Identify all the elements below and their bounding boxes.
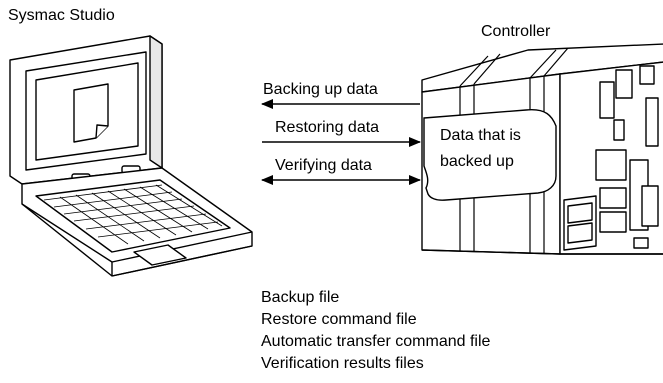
verifying-label: Verifying data [275, 157, 372, 174]
file-list: Backup file Restore command file Automat… [261, 287, 490, 375]
file-list-item: Backup file [261, 289, 340, 306]
backup-data-callout [423, 109, 557, 201]
document-icon [73, 83, 109, 143]
laptop-touchpad [133, 244, 187, 266]
controller-label: Controller [481, 23, 551, 40]
file-list-item: Automatic transfer command file [261, 333, 491, 350]
laptop-keyboard [35, 179, 231, 253]
file-list-item: Verification results files [261, 355, 424, 372]
sysmac-studio-label: Sysmac Studio [8, 7, 115, 24]
transfer-arrows [261, 99, 421, 185]
callout-text-line2: backed up [440, 153, 514, 170]
side-panel-top [599, 81, 615, 119]
backing-up-label: Backing up data [263, 81, 378, 98]
side-port-block [595, 149, 627, 181]
side-connector-top [615, 69, 633, 99]
restoring-label: Restoring data [275, 119, 380, 136]
callout-text-line1: Data that is [440, 127, 521, 144]
laptop-illustration [9, 35, 253, 277]
file-list-item: Restore command file [261, 311, 417, 328]
